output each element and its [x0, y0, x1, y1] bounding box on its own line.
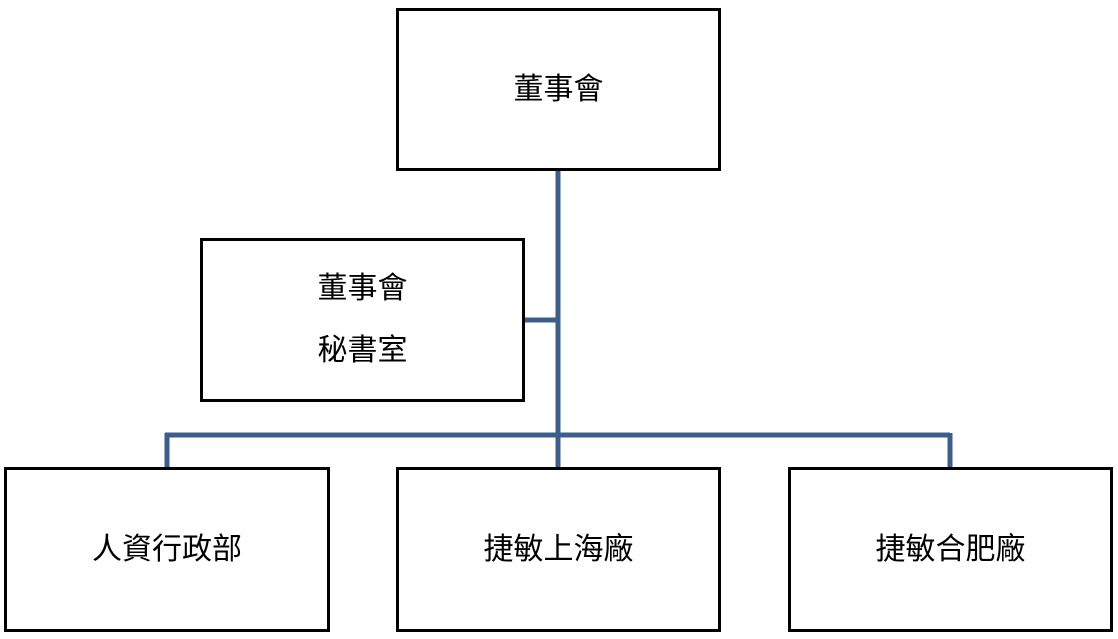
node-board-secretary-office: 董事會 秘書室 — [200, 238, 525, 402]
node-hefei-plant: 捷敏合肥廠 — [788, 467, 1113, 632]
node-shanghai-plant: 捷敏上海廠 — [396, 467, 721, 632]
node-secretary-line2: 秘書室 — [317, 333, 408, 368]
node-hefei-label: 捷敏合肥廠 — [875, 531, 1026, 567]
node-board: 董事會 — [396, 8, 721, 171]
node-board-label: 董事會 — [513, 71, 604, 107]
node-hr-label: 人資行政部 — [92, 531, 242, 567]
node-secretary-line1: 董事會 — [317, 271, 408, 306]
node-shanghai-label: 捷敏上海廠 — [483, 531, 634, 567]
node-hr-admin-dept: 人資行政部 — [4, 467, 330, 632]
